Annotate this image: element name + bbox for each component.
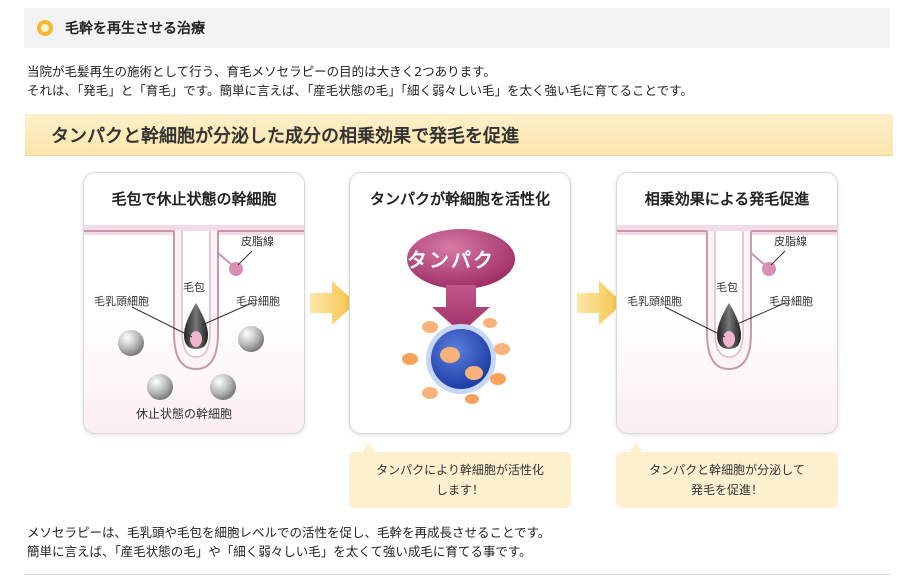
panel-3-title: 相乗効果による発毛促進 <box>644 190 810 208</box>
section-title: 毛幹を再生させる治療 <box>65 21 205 37</box>
intro-text: 当院が毛髪再生の施術として行う、育毛メソセラピーの目的は大きく2つあります。 そ… <box>27 62 693 100</box>
label-sebaceous-gland: 皮脂線 <box>774 235 807 248</box>
label-matrix-cells: 毛母細胞 <box>769 295 813 308</box>
intro-line-2: それは、「発毛」と「育毛」です。簡単に言えば、「産毛状態の毛」「細く弱々しい毛」… <box>27 83 693 98</box>
callout-2-line-1: タンパクと幹細胞が分泌して <box>649 463 805 477</box>
callout-1-line-2: します！ <box>435 483 484 497</box>
label-protein: タンパク <box>407 248 495 272</box>
callout-1-line-1: タンパクにより幹細胞が活性化 <box>376 463 544 477</box>
label-dermal-papilla: 毛乳頭細胞 <box>94 295 149 308</box>
label-follicle: 毛包 <box>716 281 738 294</box>
protein-activation-illustration <box>402 229 515 404</box>
label-dermal-papilla: 毛乳頭細胞 <box>627 295 682 308</box>
section-header: 毛幹を再生させる治療 <box>24 8 890 48</box>
panel-protein-activates: タンパクが幹細胞を活性化 <box>349 172 571 434</box>
arrow-right-icon <box>577 281 623 325</box>
callout-synergy: タンパクと幹細胞が分泌して 発毛を促進！ <box>616 442 838 508</box>
panel-2-title: タンパクが幹細胞を活性化 <box>369 190 550 208</box>
panel-resting-stem-cells: 毛包で休止状態の幹細胞 <box>83 172 305 434</box>
callout-pointer <box>630 442 642 452</box>
outro-line-1: メソセラピーは、毛乳頭や毛包を細胞レベルでの活性を促し、毛幹を再成長させることで… <box>27 525 551 540</box>
headline-banner: タンパクと幹細胞が分泌した成分の相乗効果で発毛を促進 <box>25 114 893 156</box>
arrow-right-icon <box>310 281 356 325</box>
label-resting-stem-cells: 休止状態の幹細胞 <box>136 407 233 421</box>
panel-1-title: 毛包で休止状態の幹細胞 <box>111 190 277 208</box>
label-sebaceous-gland: 皮脂線 <box>241 235 274 248</box>
callout-2-line-2: 発毛を促進！ <box>690 483 763 497</box>
outro-line-2: 簡単に言えば、「産毛状態の毛」や「細く弱々しい毛」を太くて強い成毛に育てる事です… <box>27 544 532 559</box>
panel-synergy-growth: 相乗効果による発毛促進 皮脂線 毛包 毛乳頭細胞 毛母細胞 <box>616 172 838 434</box>
intro-line-1: 当院が毛髪再生の施術として行う、育毛メソセラピーの目的は大きく2つあります。 <box>27 64 496 79</box>
headline-text: タンパクと幹細胞が分泌した成分の相乗効果で発毛を促進 <box>51 125 519 147</box>
label-follicle: 毛包 <box>183 281 205 294</box>
bullet-circle-icon <box>37 20 53 36</box>
callout-pointer <box>363 442 375 452</box>
divider <box>24 574 890 575</box>
hair-follicle-illustration-1 <box>84 225 304 400</box>
callout-protein-activation: タンパクにより幹細胞が活性化 します！ <box>349 442 571 508</box>
hair-follicle-illustration-2 <box>617 225 837 371</box>
outro-text: メソセラピーは、毛乳頭や毛包を細胞レベルでの活性を促し、毛幹を再成長させることで… <box>27 523 550 561</box>
label-matrix-cells: 毛母細胞 <box>236 295 280 308</box>
